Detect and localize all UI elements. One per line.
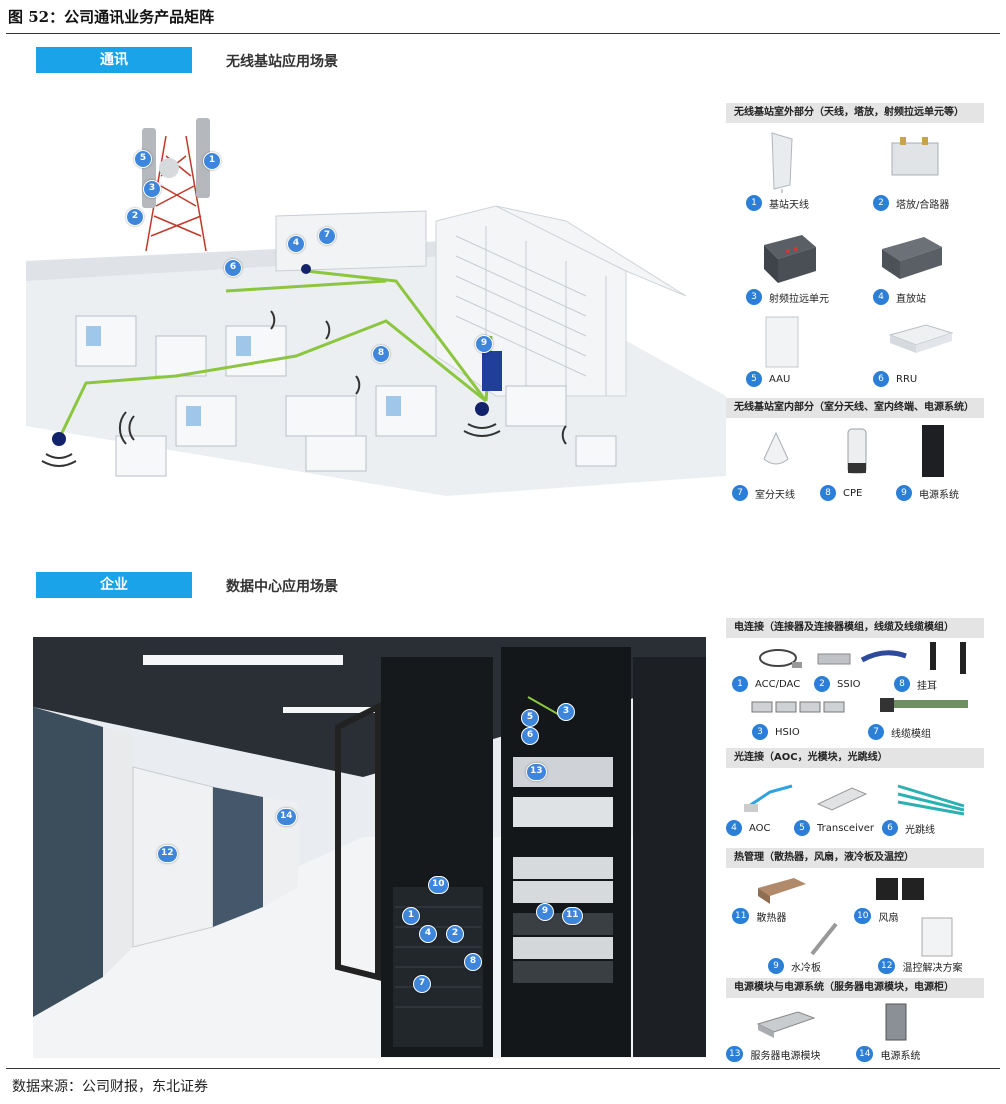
ear-bracket-image (930, 642, 966, 674)
section-tag-enterprise: 企业 (36, 572, 192, 598)
acc-dac-cable-image (759, 649, 802, 668)
scene-marker: 9 (475, 335, 493, 353)
panel-header-optical: 光连接（AOC，光模块，光跳线） (726, 748, 984, 768)
bottom-rule (6, 1068, 1000, 1069)
scene-marker: 10 (428, 876, 449, 894)
base-station-antenna-image (771, 132, 793, 193)
tower-amplifier-image (891, 137, 939, 176)
data-center-scene: 5 3 6 13 14 12 10 1 4 2 8 7 9 11 (33, 637, 706, 1058)
cpe-image (847, 428, 867, 474)
scene-marker: 2 (126, 208, 144, 226)
server-psu-image (756, 1011, 816, 1038)
base-station-scene: 1 2 3 5 4 7 6 8 9 (26, 96, 726, 516)
aau-image (765, 316, 799, 368)
source-note: 数据来源：公司财报，东北证券 (12, 1079, 208, 1095)
heat-sink-image (758, 878, 806, 904)
ssio-cable-image (860, 650, 907, 663)
cold-plate-image (810, 922, 838, 956)
scene-marker: 5 (521, 709, 539, 727)
scene-marker: 14 (276, 808, 297, 826)
scene-marker: 7 (413, 975, 431, 993)
scene-marker: 11 (562, 907, 583, 925)
panel-header-electrical: 电连接（连接器及连接器模组，线缆及线缆模组） (726, 618, 984, 638)
top-rule (6, 33, 1000, 34)
fan-image (876, 878, 924, 900)
scene-marker: 3 (143, 180, 161, 198)
cable-module-image (880, 698, 968, 712)
scene-marker: 12 (157, 845, 178, 863)
power-cabinet-image (885, 1003, 907, 1041)
section-subtitle-enterprise: 数据中心应用场景 (226, 579, 338, 595)
scene-marker: 5 (134, 150, 152, 168)
scene-marker: 3 (557, 703, 575, 721)
data-center-illustration (33, 637, 706, 1058)
scene-marker: 2 (446, 925, 464, 943)
transceiver-image (816, 787, 868, 811)
scene-marker: 13 (526, 763, 547, 781)
indoor-antenna-image (763, 431, 789, 465)
scene-marker: 9 (536, 903, 554, 921)
panel-header-indoor: 无线基站室内部分（室分天线、室内终端、电源系统） (726, 398, 984, 418)
scene-marker: 6 (521, 727, 539, 745)
hsio-connectors-image (751, 701, 845, 713)
optical-jumper-image (897, 784, 965, 816)
temp-control-image (921, 917, 953, 957)
ssio-connector-image (817, 653, 851, 665)
section-subtitle-telecom: 无线基站应用场景 (226, 54, 338, 70)
scene-marker: 7 (318, 227, 336, 245)
scene-marker: 4 (419, 925, 437, 943)
remote-radio-unit-image (764, 235, 816, 283)
scene-marker: 6 (224, 259, 242, 277)
rru-image (888, 324, 954, 353)
section-tag-telecom: 通讯 (36, 47, 192, 73)
scene-marker: 1 (203, 152, 221, 170)
figure-title: 图 52：公司通讯业务产品矩阵 (8, 8, 215, 26)
power-system-image (922, 425, 944, 477)
panel-header-thermal: 热管理（散热器，风扇，液冷板及温控） (726, 848, 984, 868)
aoc-image (744, 784, 793, 812)
base-station-illustration (26, 118, 726, 496)
panel-header-outdoor: 无线基站室外部分（天线，塔放，射频拉远单元等） (726, 103, 984, 123)
repeater-image (882, 237, 942, 279)
scene-marker: 4 (287, 235, 305, 253)
scene-marker: 8 (464, 953, 482, 971)
scene-marker: 8 (372, 345, 390, 363)
scene-marker: 1 (402, 907, 420, 925)
panel-header-power: 电源模块与电源系统（服务器电源模块，电源柜） (726, 978, 984, 998)
